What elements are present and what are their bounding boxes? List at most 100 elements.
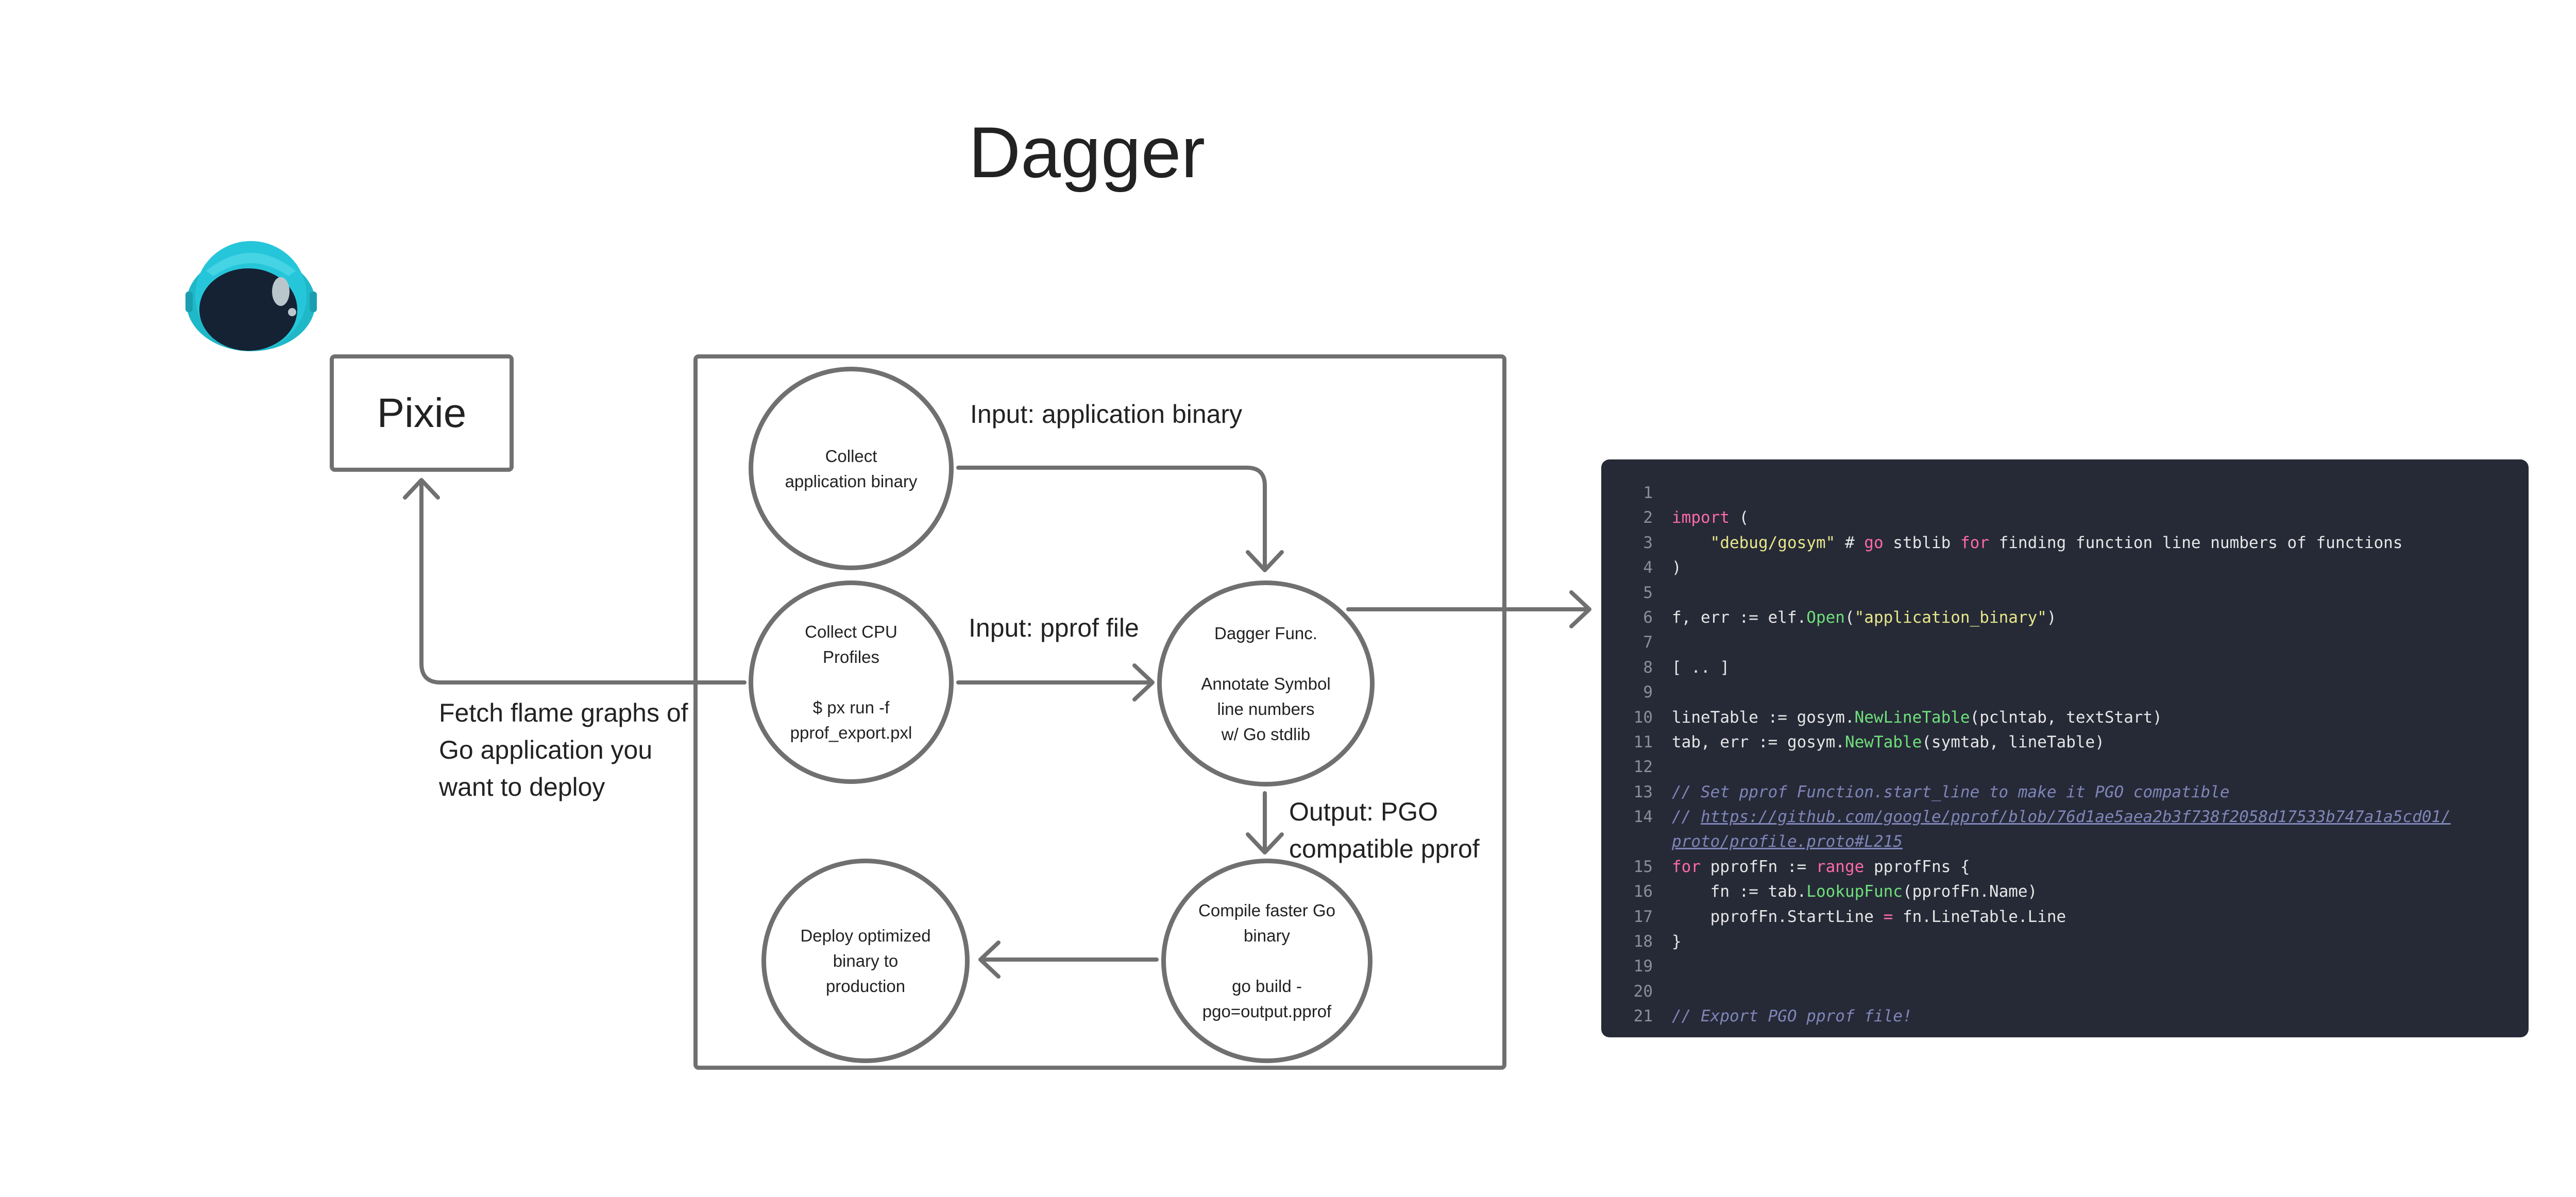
line-text: // Set pprof Function.start_line to make…: [1672, 780, 2230, 805]
dagger-frame: [693, 354, 1506, 1070]
line-number: 9: [1643, 683, 1653, 702]
line-number: 8: [1643, 658, 1653, 677]
line-number: 16: [1633, 882, 1653, 901]
diagram-title: Dagger: [969, 112, 1206, 193]
line-number: 17: [1633, 907, 1653, 926]
code-token: LookupFunc: [1806, 882, 1903, 901]
line-number: 4: [1643, 558, 1653, 577]
label-input-pprof: Input: pprof file: [969, 613, 1139, 642]
code-line: 3 "debug/gosym" # go stblib for finding …: [1601, 531, 2529, 555]
code-line: 17 pprofFn.StartLine = fn.LineTable.Line: [1601, 904, 2529, 929]
code-line: 2 import (: [1601, 505, 2529, 530]
line-text: proto/profile.proto#L215: [1672, 829, 1903, 854]
code-token: "debug/gosym": [1710, 533, 1836, 552]
code-line: 12: [1601, 755, 2529, 779]
line-number: 21: [1633, 1007, 1653, 1026]
label-fetch-line2: Go application you: [439, 736, 653, 764]
code-token: range: [1816, 857, 1865, 876]
line-number: 5: [1643, 583, 1653, 602]
code-token: [ .. ]: [1672, 658, 1730, 677]
arrow-cpu-to-dagger: [956, 663, 1155, 702]
line-number: 15: [1633, 857, 1653, 876]
line-text: lineTable := gosym.NewLineTable(pclntab,…: [1672, 705, 2162, 730]
line-text: import (: [1672, 505, 1749, 530]
line-text: // https://github.com/google/pprof/blob/…: [1672, 805, 2451, 829]
line-number: 1: [1643, 484, 1653, 502]
label-fetch-line3: want to deploy: [439, 773, 605, 801]
code-line: 6 f, err := elf.Open("application_binary"…: [1601, 605, 2529, 630]
code-token: }: [1672, 932, 1682, 951]
node-compile: Compile faster Go binary go build - pgo=…: [1161, 859, 1372, 1063]
line-number: 11: [1633, 732, 1653, 751]
line-text: fn := tab.LookupFunc(pprofFn.Name): [1672, 879, 2038, 904]
code-token: // Export PGO pprof file!: [1672, 1007, 1912, 1026]
line-text: }: [1672, 929, 1682, 954]
label-fetch-line1: Fetch flame graphs of: [439, 698, 688, 727]
code-token: go: [1864, 533, 1884, 552]
node-collect-cpu-profiles: Collect CPU Profiles $ px run -f pprof_e…: [749, 580, 954, 784]
code-line: 10 lineTable := gosym.NewLineTable(pclnta…: [1601, 705, 2529, 730]
code-token: for: [1960, 533, 1989, 552]
line-number: 10: [1633, 708, 1653, 727]
code-token: (symtab, lineTable): [1922, 732, 2105, 751]
line-number: 20: [1633, 982, 1653, 1001]
code-line: 7: [1601, 630, 2529, 655]
label-input-binary: Input: application binary: [970, 400, 1243, 429]
code-line: 9: [1601, 680, 2529, 705]
code-token: (: [1844, 608, 1855, 627]
code-link[interactable]: https://github.com/google/pprof/blob/76d…: [1701, 808, 2451, 827]
code-token: fn.LineTable.Line: [1893, 907, 2066, 926]
label-output-pgo-line2: compatible pprof: [1289, 834, 1480, 863]
line-text: [ .. ]: [1672, 655, 1730, 680]
arrow-dagger-to-compile: [1246, 791, 1284, 854]
code-line: proto/profile.proto#L215: [1601, 829, 2529, 854]
code-line: 4): [1601, 555, 2529, 580]
code-line: 11 tab, err := gosym.NewTable(symtab, lin…: [1601, 730, 2529, 755]
label-output-pgo-line1: Output: PGO: [1289, 797, 1438, 826]
line-text: // Export PGO pprof file!: [1672, 1004, 1912, 1029]
line-number: 2: [1643, 508, 1653, 527]
astronaut-helmet-icon: [185, 241, 317, 351]
code-token: tab, err := gosym.: [1672, 732, 1845, 751]
code-token: "application_binary": [1854, 608, 2047, 627]
code-line: 18}: [1601, 929, 2529, 954]
code-token: NewTable: [1844, 732, 1922, 751]
code-token: // Set pprof Function.start_line to make…: [1672, 782, 2230, 801]
code-line: 5: [1601, 580, 2529, 605]
code-token: import: [1672, 508, 1730, 527]
node-collect-binary: Collect application binary: [749, 367, 954, 570]
code-token: //: [1672, 808, 1701, 827]
code-link[interactable]: proto/profile.proto#L215: [1672, 832, 1903, 851]
arrow-cpu-to-pixie: [403, 478, 747, 685]
pixie-box: Pixie: [330, 354, 514, 472]
code-token: ): [2046, 608, 2057, 627]
code-token: lineTable := gosym.: [1672, 708, 1855, 727]
code-line: 8 [ .. ]: [1601, 655, 2529, 680]
line-number: 7: [1643, 633, 1653, 652]
line-number: 12: [1633, 758, 1653, 777]
line-number: 14: [1633, 808, 1653, 827]
code-token: f, err := elf.: [1672, 608, 1807, 627]
code-line: 13 // Set pprof Function.start_line to ma…: [1601, 780, 2529, 805]
node-deploy: Deploy optimized binary to production: [761, 859, 970, 1063]
code-line: 16 fn := tab.LookupFunc(pprofFn.Name): [1601, 879, 2529, 904]
code-token: (pprofFn.Name): [1902, 882, 2038, 901]
code-token: #: [1835, 533, 1865, 552]
line-number: 6: [1643, 608, 1653, 627]
line-text: for pprofFn := range pprofFns {: [1672, 854, 1970, 879]
code-token: Open: [1806, 608, 1845, 627]
code-token: pprofFn.StartLine: [1672, 907, 1884, 926]
line-text: "debug/gosym" # go stblib for finding fu…: [1672, 531, 2403, 555]
line-number: 3: [1643, 533, 1653, 552]
line-number: 13: [1633, 782, 1653, 801]
code-token: ): [1672, 558, 1682, 577]
line-text: tab, err := gosym.NewTable(symtab, lineT…: [1672, 730, 2105, 755]
code-token: (pclntab, textStart): [1970, 708, 2162, 727]
code-token: stblib: [1883, 533, 1960, 552]
code-line: 21 // Export PGO pprof file!: [1601, 1004, 2529, 1029]
arrow-compile-to-deploy: [978, 940, 1159, 979]
code-line: 20: [1601, 979, 2529, 1004]
line-text: f, err := elf.Open("application_binary"): [1672, 605, 2057, 630]
